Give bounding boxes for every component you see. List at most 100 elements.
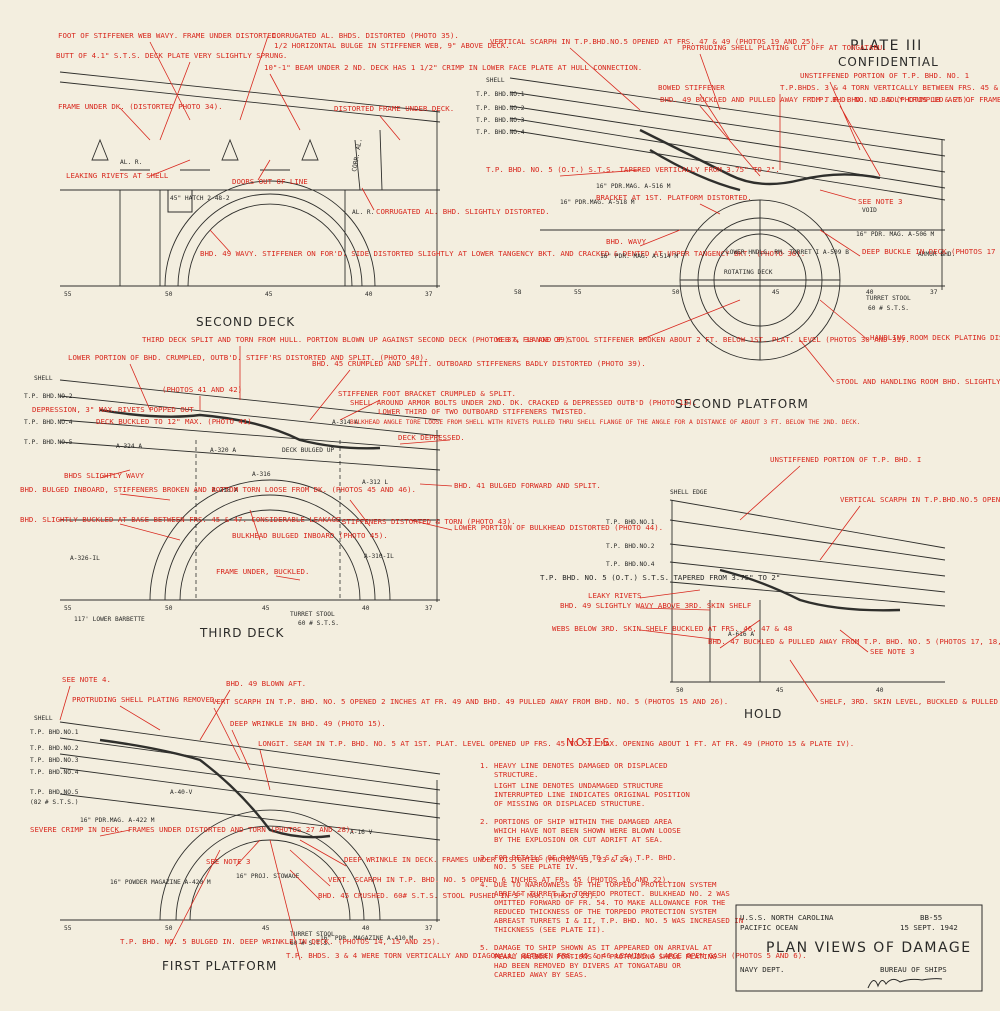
sp-mag-506: 16" PDR. MAG. A-506 M: [856, 231, 935, 238]
td-room-310il: A-310-IL: [364, 553, 394, 560]
td-room-320: A-320 A: [210, 447, 236, 454]
td-annotation-7: DEPRESSION, 3" MAX.: [32, 405, 117, 414]
sd-frame-55: 55: [64, 291, 72, 298]
note-line: OMITTED FORWARD OF FR. 54. TO MAKE ALLOW…: [494, 898, 725, 907]
hold-frame-45: 45: [776, 687, 784, 694]
sp-tp3-label: T.P. BHD.NO.3: [476, 117, 525, 124]
fp-shell-label: SHELL: [34, 715, 53, 722]
note-line: STRUCTURE.: [494, 770, 539, 779]
sp-frame-45: 45: [772, 289, 780, 296]
hold-annotation-3: T.P. BHD. NO. 5 (O.T.) S.T.S. TAPERED FR…: [540, 573, 780, 582]
hold-annotation-5: BHD. 49 SLIGHTLY WAVY ABOVE 3RD. SKIN SH…: [560, 601, 752, 610]
sd-frame-50: 50: [165, 291, 173, 298]
fp-annotation-8: SEE NOTE 3: [206, 857, 251, 866]
second-deck-title: SECOND DECK: [196, 315, 295, 329]
fp-room-410: 16" PDR. MAGAZINE A-410 M: [320, 935, 413, 942]
note-line: DAMAGE TO SHIP SHOWN AS IT APPEARED ON A…: [494, 943, 713, 952]
td-room-316: A-316: [252, 471, 271, 478]
td-shell-label: SHELL: [34, 375, 53, 382]
sd-annotation-11: BHD. 49 WAVY. STIFFENER ON FOR'D. SIDE D…: [200, 249, 805, 258]
note-number: 4.: [480, 880, 489, 889]
bureau-of-ships: BUREAU OF SHIPS: [880, 965, 947, 974]
notes-list: 1.HEAVY LINE DENOTES DAMAGED OR DISPLACE…: [480, 761, 743, 979]
td-annotation-17: STIFFENERS DISTORTED & TORN (PHOTO 43).: [342, 517, 516, 526]
note-number: 1.: [480, 761, 489, 770]
sp-armor-bhd: ARMOR BHD.: [918, 251, 955, 258]
sp-turret-stool-sts: 60 # S.T.S.: [868, 305, 909, 312]
drawing-date: 15 SEPT. 1942: [900, 923, 958, 932]
sp-annotation-1: VERTICAL SCARPH IN T.P.BHD.NO.5 OPENED A…: [490, 37, 819, 46]
td-deck-bulged: DECK BULGED UP: [282, 447, 334, 454]
td-annotation-5: STIFFENER FOOT BRACKET CRUMPLED & SPLIT.: [338, 389, 516, 398]
sd-annotation-7: DISTORTED FRAME UNDER DECK.: [334, 104, 454, 113]
hold-annotation-1: UNSTIFFENED PORTION OF T.P. BHD. I: [770, 455, 921, 464]
sp-annotation-14: HANDLING ROOM DECK PLATING DISTORTED (PH…: [870, 333, 1000, 342]
fp-annotation-11: BHD. 45 CRUSHED. 60# S.T.S. STOOL PUSHED…: [318, 891, 598, 900]
sp-mag-514: 16" PDR. MAG. A-514 M: [600, 253, 679, 260]
td-annotation-19: BULKHEAD BULGED INBOARD (PHOTO 45).: [232, 531, 388, 540]
td-frame-40: 40: [362, 605, 370, 612]
hold-room-616: A-616 A: [728, 631, 754, 638]
td-annotation-1: THIRD DECK SPLIT AND TORN FROM HULL. POR…: [142, 335, 574, 344]
hold-frame-40: 40: [876, 687, 884, 694]
fp-tp2-label: T.P. BHD.NO.2: [30, 745, 79, 752]
td-tp2-label: T.P. BHD.NO.2: [24, 393, 73, 400]
third-deck-title: THIRD DECK: [199, 626, 284, 640]
note-number: 2.: [480, 817, 489, 826]
first-platform-title: FIRST PLATFORM: [162, 959, 277, 973]
fp-tp3-label: T.P. BHD.NO.3: [30, 757, 79, 764]
td-annotation-9: DECK BUCKLED TO 12" MAX. (PHOTO 41): [96, 417, 252, 426]
td-room-326il: A-326-IL: [70, 555, 100, 562]
sd-annotation-3: 1/2 HORIZONTAL BULGE IN STIFFENER WEB, 9…: [274, 41, 510, 50]
td-annotation-10: LOWER THIRD OF TWO OUTBOARD STIFFENERS T…: [378, 407, 587, 416]
fp-room-16v: A-16 V: [350, 829, 373, 836]
navy-dept: NAVY DEPT.: [740, 965, 785, 974]
td-annotation-11: BULKHEAD ANGLE TORE LOOSE FROM SHELL WIT…: [350, 419, 860, 426]
td-annotation-20: FRAME UNDER, BUCKLED.: [216, 567, 309, 576]
hold-annotation-9: SHELF, 3RD. SKIN LEVEL, BUCKLED & PULLED…: [820, 697, 1000, 706]
ship-name: U.S.S. NORTH CAROLINA: [740, 913, 834, 922]
note-line: HAD BEEN REMOVED BY DIVERS AT TONGATABU …: [494, 961, 681, 970]
hold-title: HOLD: [744, 707, 782, 721]
note-line: PEARL HARBOR. PORTIONS OF PROTRUDING SHE…: [494, 952, 716, 961]
note-line: WHICH HAVE NOT BEEN SHOWN WERE BLOWN LOO…: [494, 826, 681, 835]
td-frame-50: 50: [165, 605, 173, 612]
note-line: THICKNESS (SEE PLATE II).: [494, 925, 605, 934]
td-annotation-16: BHD. SLIGHTLY BUCKLED AT BASE BETWEEN FR…: [20, 515, 345, 524]
hold-annotation-2: VERTICAL SCARPH IN T.P.BHD.NO.5 OPENED 6…: [840, 495, 1000, 504]
sp-rotating-deck: ROTATING DECK: [724, 269, 773, 276]
fp-frame-50: 50: [165, 925, 173, 932]
fp-turret-stool: TURRET STOOL: [290, 931, 335, 938]
td-turret-stool-sts: 60 # S.T.S.: [298, 620, 339, 627]
fp-annotation-13: T.P. BHDS. 3 & 4 WERE TORN VERTICALLY AN…: [286, 951, 807, 960]
sp-annotation-4: BOWED STIFFENER: [658, 83, 725, 92]
sp-annotation-9: BRACKET AT 1ST. PLATFORM DISTORTED.: [596, 193, 752, 202]
sd-annotation-1: FOOT OF STIFFENER WEB WAVY. FRAME UNDER …: [58, 31, 280, 40]
sd-al-r-label: AL. R.: [120, 159, 142, 166]
sp-mag-518: 16" PDR.MAG. A-518 M: [560, 199, 635, 206]
sd-annotation-10: CORRUGATED AL. BHD. SLIGHTLY DISTORTED.: [376, 207, 550, 216]
sp-annotation-15: STOOL AND HANDLING ROOM BHD. SLIGHTLY DI…: [836, 377, 1000, 386]
hull-number: BB-55: [920, 913, 942, 922]
fp-room-40v: A-40-V: [170, 789, 193, 796]
hold-tp2-label: T.P. BHD.NO.2: [606, 543, 655, 550]
sp-handling-room: LOWER HNDLG. RM. TURRET I A-509 B: [726, 249, 849, 256]
td-room-312: A-312 L: [362, 479, 388, 486]
td-annotation-4: (PHOTOS 41 AND 42): [162, 385, 242, 394]
hold-shell-edge: SHELL EDGE: [670, 489, 708, 496]
sd-hatch-label: 45" HATCH 2-48-2: [170, 195, 230, 202]
note-line: BY THE EXPLOSION OR CUT ADRIFT AT SEA.: [494, 835, 663, 844]
sp-frame-37: 37: [930, 289, 938, 296]
sp-turret-stool: TURRET STOOL: [866, 295, 911, 302]
fp-annotation-3: PROTRUDING SHELL PLATING REMOVED.: [72, 695, 219, 704]
sp-annotation-10: SEE NOTE 3: [858, 197, 903, 206]
fp-tp4-label: T.P. BHD.NO.4: [30, 769, 79, 776]
fp-proj-stowage: 16" PROJ. STOWAGE: [236, 873, 300, 880]
td-annotation-18: LOWER PORTION OF BULKHEAD DISTORTED (PHO…: [454, 523, 663, 532]
td-annotation-6: SHELL AROUND ARMOR BOLTS UNDER 2ND. DK. …: [350, 398, 697, 407]
note-line: NO. 5 SEE PLATE IV.: [494, 862, 579, 871]
note-line: REDUCED THICKNESS OF THE TORPEDO PROTECT…: [494, 907, 717, 916]
sd-frame-40: 40: [365, 291, 373, 298]
